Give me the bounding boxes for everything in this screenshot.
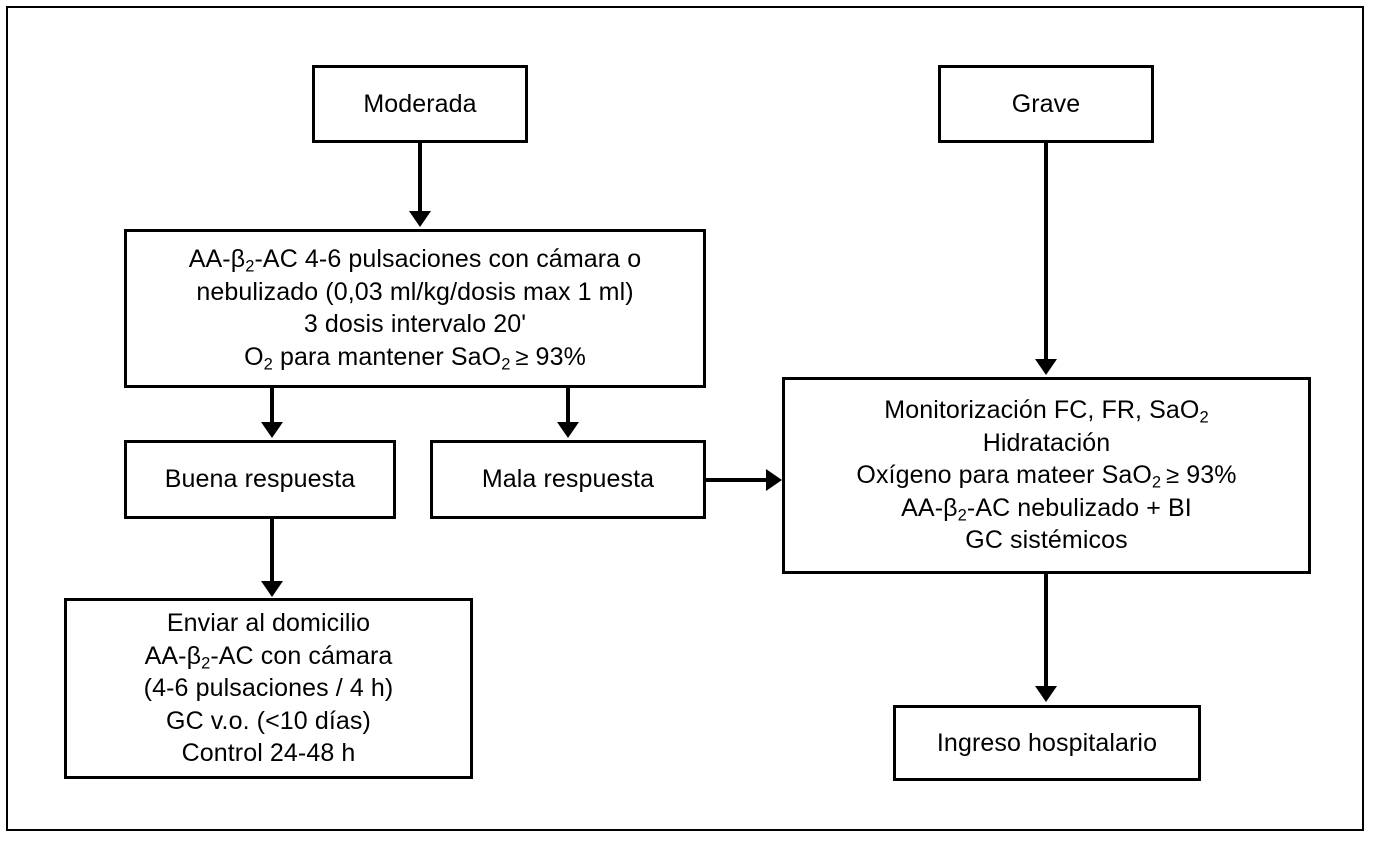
severe-treatment-line-5: GC sistémicos [965, 526, 1128, 555]
edge-moderate-to-mala-arrow [557, 422, 579, 438]
node-severe-treatment[interactable]: Monitorización FC, FR, SaO2 Hidratación … [782, 377, 1311, 574]
edge-severe-to-ingreso-arrow [1035, 686, 1057, 702]
node-severe-treatment-text: Monitorización FC, FR, SaO2 Hidratación … [785, 394, 1308, 557]
edge-moderada-to-moderate-treatment-line [418, 143, 422, 213]
node-buena-respuesta[interactable]: Buena respuesta [124, 440, 396, 519]
edge-grave-to-severe-treatment-arrow [1035, 359, 1057, 375]
enviar-domicilio-line-3: (4-6 pulsaciones / 4 h) [143, 674, 394, 703]
severe-treatment-line-3: Oxígeno para mateer SaO2 ≥ 93% [856, 461, 1237, 492]
edge-moderate-to-buena-line [270, 388, 274, 424]
severe-treatment-line-1: Monitorización FC, FR, SaO2 [884, 396, 1209, 427]
node-moderate-treatment[interactable]: AA-β2-AC 4-6 pulsaciones con cámara o ne… [124, 229, 706, 388]
edge-grave-to-severe-treatment-line [1044, 143, 1048, 361]
node-buena-respuesta-label: Buena respuesta [164, 465, 356, 494]
edge-moderate-to-buena-arrow [261, 422, 283, 438]
moderate-treatment-line-4: O2 para mantener SaO2 ≥ 93% [244, 342, 586, 374]
node-ingreso-hospitalario-label: Ingreso hospitalario [936, 728, 1158, 757]
edge-mala-to-severe-line [706, 478, 768, 482]
severe-treatment-line-2: Hidratación [982, 428, 1111, 457]
node-enviar-domicilio-text: Enviar al domicilio AA-β2-AC con cámara … [67, 607, 470, 770]
enviar-domicilio-line-5: Control 24-48 h [181, 739, 356, 768]
node-moderada[interactable]: Moderada [312, 65, 528, 143]
moderate-treatment-line-1: AA-β2-AC 4-6 pulsaciones con cámara o [188, 245, 642, 276]
edge-moderate-to-mala-line [566, 388, 570, 424]
node-ingreso-hospitalario[interactable]: Ingreso hospitalario [893, 705, 1201, 781]
edge-severe-to-ingreso-line [1044, 574, 1048, 688]
edge-buena-to-domicilio-line [270, 519, 274, 583]
node-mala-respuesta[interactable]: Mala respuesta [430, 440, 706, 519]
enviar-domicilio-line-1: Enviar al domicilio [166, 609, 371, 638]
edge-moderada-to-moderate-treatment-arrow [409, 211, 431, 227]
node-mala-respuesta-label: Mala respuesta [481, 465, 655, 494]
node-grave[interactable]: Grave [938, 65, 1154, 143]
severe-treatment-line-4: AA-β2-AC nebulizado + BI [901, 493, 1192, 525]
node-grave-label: Grave [1011, 89, 1081, 118]
enviar-domicilio-line-2: AA-β2-AC con cámara [144, 641, 393, 673]
enviar-domicilio-line-4: GC v.o. (<10 días) [166, 706, 371, 735]
node-moderada-label: Moderada [363, 89, 477, 118]
outer-frame-border [6, 6, 1364, 831]
edge-buena-to-domicilio-arrow [261, 581, 283, 597]
edge-mala-to-severe-arrow [766, 469, 782, 491]
node-enviar-domicilio[interactable]: Enviar al domicilio AA-β2-AC con cámara … [64, 598, 473, 779]
moderate-treatment-line-2: nebulizado (0,03 ml/kg/dosis max 1 ml) [196, 277, 634, 306]
node-moderate-treatment-text: AA-β2-AC 4-6 pulsaciones con cámara o ne… [127, 243, 703, 373]
moderate-treatment-line-3: 3 dosis intervalo 20' [303, 310, 527, 339]
